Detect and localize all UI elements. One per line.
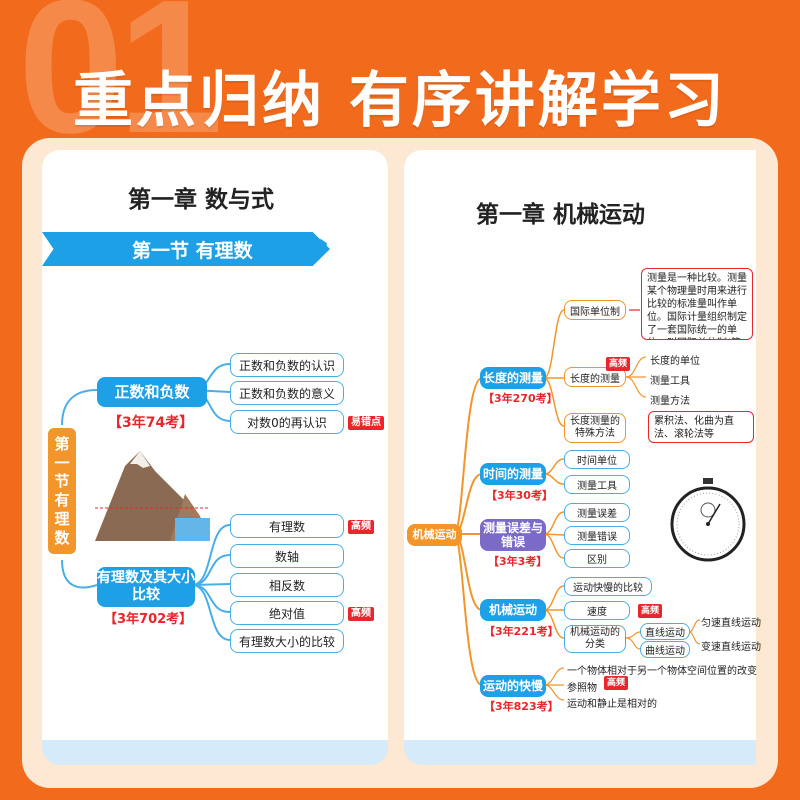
item-motion-types: 机械运动的分类 (564, 625, 626, 653)
item-zero: 对数0的再认识 (230, 410, 344, 434)
item-position-change: 一个物体相对于另一个物体空间位置的改变 (567, 666, 757, 677)
branch-rational-numbers: 有理数及其大小比较 (97, 567, 195, 607)
special-method-description: 累积法、化曲为直法、滚轮法等 (648, 411, 754, 443)
error-count: 【3年3考】 (488, 555, 548, 568)
tag-high-frequency-5: 高频 (604, 676, 629, 690)
item-uniform-linear: 匀速直线运动 (701, 618, 761, 629)
branch-motion: 机械运动 (480, 599, 546, 621)
root-mechanical-motion: 机械运动 (407, 524, 462, 546)
tag-high-frequency-4: 高频 (638, 604, 663, 618)
item-compare: 有理数大小的比较 (230, 629, 344, 653)
item-measure-error: 测量误差 (564, 503, 630, 522)
item-absolute: 绝对值 (230, 601, 344, 625)
item-pos-neg-meaning: 正数和负数的意义 (230, 381, 344, 405)
motion-count: 【3年221考】 (484, 625, 559, 638)
item-reference-object: 参照物 (567, 683, 597, 694)
branch1-count: 【3年74考】 (108, 415, 194, 431)
headline: 重点归纳 有序讲解学习 (73, 66, 727, 136)
section-banner (42, 232, 330, 266)
branch-relative-motion: 运动的快慢 (480, 675, 546, 697)
item-measure-mistake: 测量错误 (564, 526, 630, 545)
left-mindmap-lines (61, 363, 231, 641)
branch-error: 测量误差与错误 (480, 519, 546, 551)
measure-time-count: 【3年30考】 (486, 489, 553, 502)
item-special-method: 长度测量的特殊方法 (564, 413, 626, 443)
item-linear-motion: 直线运动 (640, 623, 690, 640)
item-difference: 区别 (564, 549, 630, 568)
branch2-count: 【3年702考】 (104, 612, 193, 627)
si-description: 测量是一种比较。测量某个物理量时用来进行比较的标准量叫作单位。国际计量组织制定了… (641, 268, 753, 340)
section-banner-text: 第一节 有理数 (132, 240, 253, 262)
measure-length-count: 【3年270考】 (483, 392, 558, 405)
right-chapter-title: 第一章 机械运动 (476, 202, 646, 228)
stopwatch-icon (670, 478, 746, 562)
banner-chevron-icon: » (312, 229, 329, 259)
item-length-tool: 测量工具 (650, 376, 690, 387)
tag-high-frequency-2: 高频 (348, 607, 374, 621)
item-si: 国际单位制 (564, 300, 626, 320)
item-variable-linear: 变速直线运动 (701, 642, 761, 653)
item-pos-neg-recognize: 正数和负数的认识 (230, 353, 344, 377)
item-time-unit: 时间单位 (564, 450, 630, 469)
branch-measure-length: 长度的测量 (480, 367, 546, 389)
item-time-tool: 测量工具 (564, 475, 630, 494)
item-speed: 速度 (564, 601, 630, 620)
item-number-line: 数轴 (230, 544, 344, 568)
item-curvilinear-motion: 曲线运动 (640, 641, 690, 658)
tag-high-frequency-1: 高频 (348, 520, 374, 534)
item-opposite: 相反数 (230, 573, 344, 597)
left-chapter-title: 第一章 数与式 (128, 187, 275, 213)
decor-number: 01 (18, 0, 223, 173)
tag-error-prone: 易错点 (348, 416, 384, 430)
item-length-unit: 长度的单位 (650, 356, 700, 367)
item-speed-compare: 运动快慢的比较 (564, 577, 652, 596)
item-rational: 有理数 (230, 514, 344, 538)
item-length-measure: 长度的测量 (564, 367, 626, 387)
item-length-method: 测量方法 (650, 396, 690, 407)
item-relative-rest: 运动和静止是相对的 (567, 699, 657, 710)
branch-measure-time: 时间的测量 (480, 463, 546, 485)
mountain-illustration (95, 446, 210, 541)
section-side-label: 第一节 有理数 (48, 428, 76, 554)
relative-count: 【3年823考】 (484, 700, 559, 713)
branch-positive-negative: 正数和负数 (97, 377, 207, 407)
tag-high-frequency-3: 高频 (606, 357, 631, 371)
